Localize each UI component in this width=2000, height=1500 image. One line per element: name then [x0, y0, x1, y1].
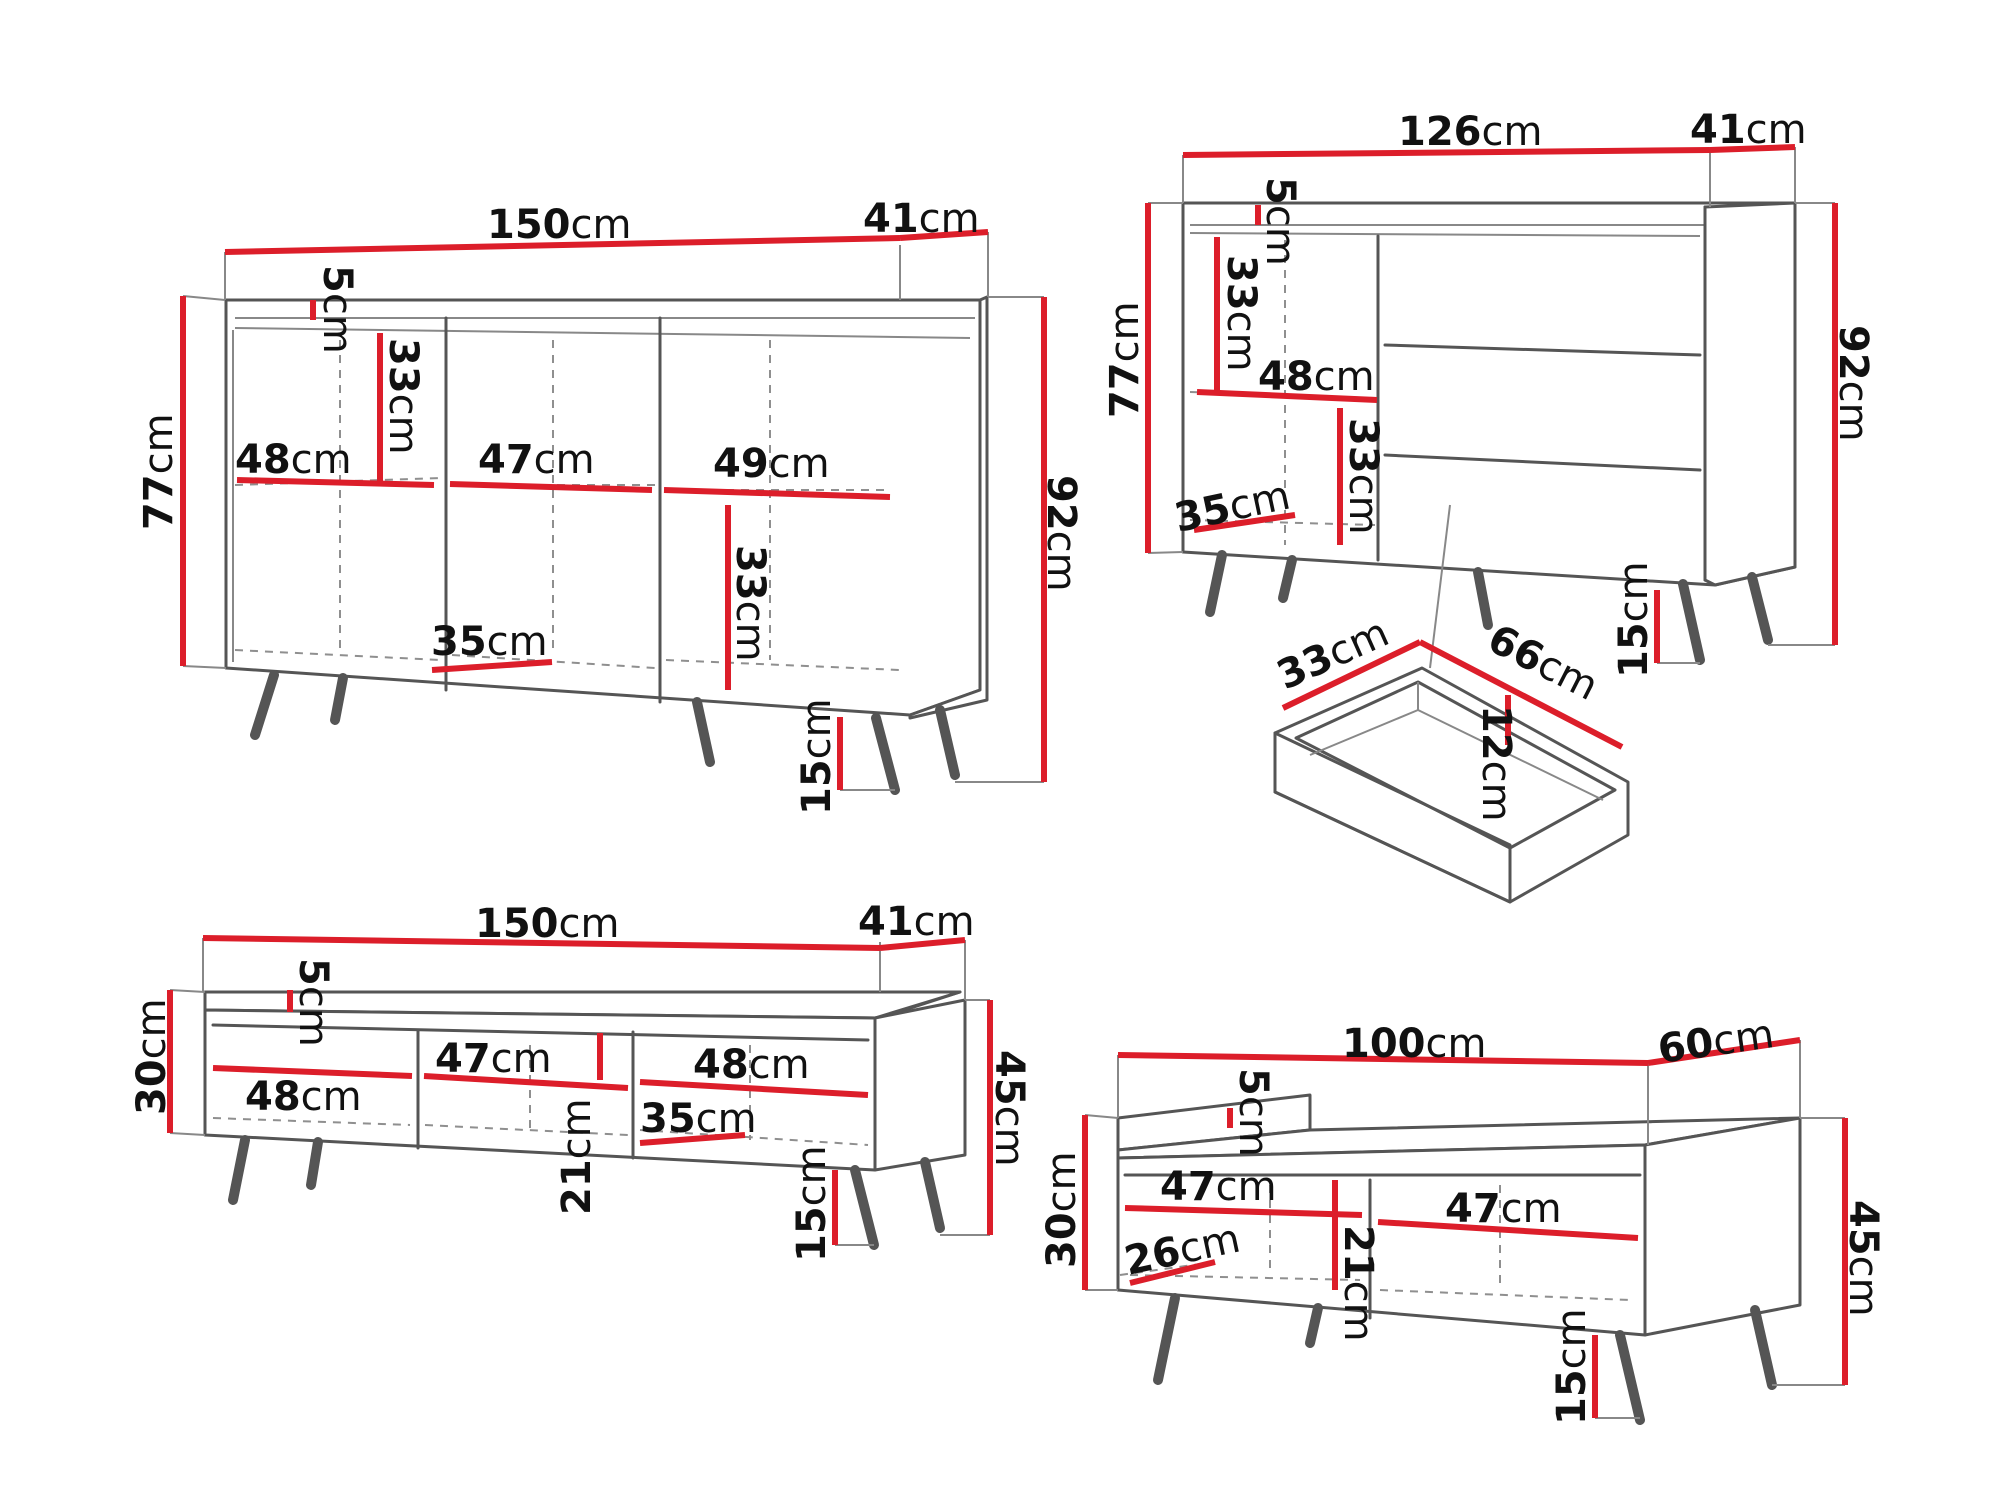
coffee-table-width-line: [1117, 1052, 1649, 1066]
coffee-table-leg: [1750, 1305, 1777, 1390]
sideboard-large-legs-label: 15cm: [794, 698, 840, 815]
sideboard-large-leg: [871, 713, 900, 795]
tv-stand-leg: [228, 1135, 250, 1205]
tv-stand-top-label: 5cm: [290, 958, 336, 1047]
tv-stand-depth-label: 41cm: [858, 899, 975, 945]
sideboard-large-height-body-label: 77cm: [136, 413, 182, 530]
coffee-table-height-total-label: 45cm: [1840, 1200, 1886, 1317]
sideboard-large-top-label: 5cm: [314, 265, 360, 354]
coffee-table-shelf-left-line: [1124, 1205, 1363, 1218]
drawer-inner: [1294, 680, 1617, 850]
sideboard-large-shelf-left-label: 48cm: [235, 437, 352, 483]
sideboard-small-side: [1703, 201, 1797, 587]
coffee-table: 100cm 60cm 47cm 47cm 26cm 30cm 45cm 5cm …: [1039, 1011, 1886, 1425]
drawer-detail: 33cm 66cm 12cm: [1270, 610, 1630, 904]
sideboard-large-width-line: [224, 235, 901, 255]
coffee-table-shelf-right-line: [1377, 1219, 1639, 1241]
sideboard-small-shelf-line: [1196, 389, 1378, 403]
tv-stand-legs-label: 15cm: [789, 1145, 835, 1262]
sideboard-large: 150cm 41cm 48cm 47cm 49cm 35cm 77cm 92cm…: [136, 196, 1084, 815]
tv-stand-width-line: [202, 935, 881, 951]
tv-stand-inner-depth-label: 35cm: [640, 1096, 757, 1142]
tv-stand-shelf-left-line: [212, 1065, 413, 1079]
tv-stand-shelf-right-label: 48cm: [693, 1042, 810, 1088]
sideboard-large-shelf-right-line: [663, 487, 891, 500]
sideboard-large-depth-label: 41cm: [863, 196, 980, 242]
sideboard-large-gap-upper-label: 33cm: [380, 338, 426, 455]
coffee-table-shelf-right-label: 47cm: [1445, 1186, 1562, 1232]
sideboard-small-depth-line: [1709, 144, 1796, 153]
coffee-table-side: [1643, 1116, 1802, 1337]
coffee-table-depth-line: [1647, 1037, 1801, 1066]
drawer-width-line: [1418, 639, 1624, 750]
drawer-height-label: 12cm: [1473, 705, 1519, 822]
sideboard-small-gap-upper-label: 33cm: [1218, 255, 1264, 372]
sideboard-large-inner-depth-line: [431, 659, 553, 673]
sideboard-small-top-label: 5cm: [1257, 177, 1303, 266]
coffee-table-gap-label: 21cm: [1335, 1225, 1381, 1342]
sideboard-small-legs-label: 15cm: [1611, 561, 1657, 678]
sideboard-large-width-label: 150cm: [487, 202, 631, 248]
sideboard-large-depth-line: [899, 229, 989, 241]
tv-stand-shelf-left-label: 48cm: [245, 1074, 362, 1120]
coffee-table-width-label: 100cm: [1342, 1021, 1486, 1067]
tv-stand-leg: [850, 1165, 879, 1250]
sideboard-large-shelf-left-line: [236, 477, 435, 488]
sideboard-small-width-label: 126cm: [1398, 109, 1542, 155]
drawer-depth-line: [1281, 639, 1422, 711]
sideboard-small-inner-depth-label: 35cm: [1171, 473, 1295, 542]
coffee-table-legs-label: 15cm: [1549, 1308, 1595, 1425]
tv-stand-height-body-label: 30cm: [129, 998, 175, 1115]
tv-stand-shelf-mid-label: 47cm: [435, 1036, 552, 1082]
coffee-table-leg: [1305, 1303, 1323, 1348]
tv-stand-shelf-mid-line: [423, 1073, 629, 1091]
sideboard-large-shelf-mid-line: [449, 481, 653, 493]
tv-stand-height-total-label: 45cm: [986, 1050, 1032, 1167]
tv-stand: 150cm 41cm 48cm 47cm 48cm 35cm 30cm 45cm…: [129, 899, 1032, 1262]
sideboard-small-shelf-label: 48cm: [1258, 354, 1375, 400]
tv-stand-depth-line: [879, 937, 966, 951]
sideboard-small-height-total-label: 92cm: [1830, 325, 1876, 442]
coffee-table-inner-depth-line: [1129, 1259, 1216, 1286]
sideboard-large-leg: [250, 670, 279, 740]
tv-stand-side: [873, 998, 967, 1172]
sideboard-small-height-body-label: 77cm: [1102, 301, 1148, 418]
coffee-table-leg: [1615, 1330, 1645, 1425]
tv-stand-leg: [920, 1157, 945, 1233]
tv-stand-leg: [306, 1137, 323, 1190]
sideboard-large-height-total-label: 92cm: [1038, 475, 1084, 592]
sideboard-small-inner-depth-line: [1193, 512, 1296, 533]
coffee-table-height-body-label: 30cm: [1039, 1151, 1085, 1268]
sideboard-small-leg: [1473, 567, 1493, 630]
coffee-table-leg: [1153, 1293, 1180, 1385]
sideboard-small: 126cm 41cm 48cm 35cm 77cm 92cm 5cm 33cm …: [1102, 107, 1876, 678]
sideboard-large-leg: [935, 705, 960, 780]
tv-stand-width-label: 150cm: [475, 901, 619, 947]
coffee-table-depth-label: 60cm: [1655, 1011, 1777, 1073]
sideboard-small-leg: [1205, 550, 1227, 617]
sideboard-large-gap-lower-label: 33cm: [727, 545, 773, 662]
sideboard-small-leg: [1678, 579, 1705, 665]
sideboard-large-shelf-mid-label: 47cm: [478, 437, 595, 483]
coffee-table-top-label: 5cm: [1230, 1068, 1276, 1157]
tv-stand-shelf-right-line: [639, 1079, 869, 1098]
tv-stand-gap-label: 21cm: [554, 1098, 600, 1215]
sideboard-small-gap-lower-label: 33cm: [1340, 418, 1386, 535]
sideboard-small-leg: [1747, 572, 1773, 645]
sideboard-large-shelf-right-label: 49cm: [713, 441, 830, 487]
sideboard-small-width-line: [1182, 147, 1711, 158]
sideboard-large-inner-depth-label: 35cm: [431, 619, 548, 665]
drawer-width-label: 66cm: [1480, 616, 1605, 710]
sideboard-large-leg: [692, 697, 715, 767]
sideboard-large-leg: [330, 673, 348, 725]
sideboard-small-leg: [1278, 555, 1297, 603]
sideboard-small-depth-label: 41cm: [1690, 107, 1807, 153]
coffee-table-shelf-left-label: 47cm: [1160, 1164, 1277, 1210]
tv-stand-inner-depth-line: [639, 1132, 746, 1146]
coffee-table-inner-depth-label: 26cm: [1121, 1216, 1245, 1285]
